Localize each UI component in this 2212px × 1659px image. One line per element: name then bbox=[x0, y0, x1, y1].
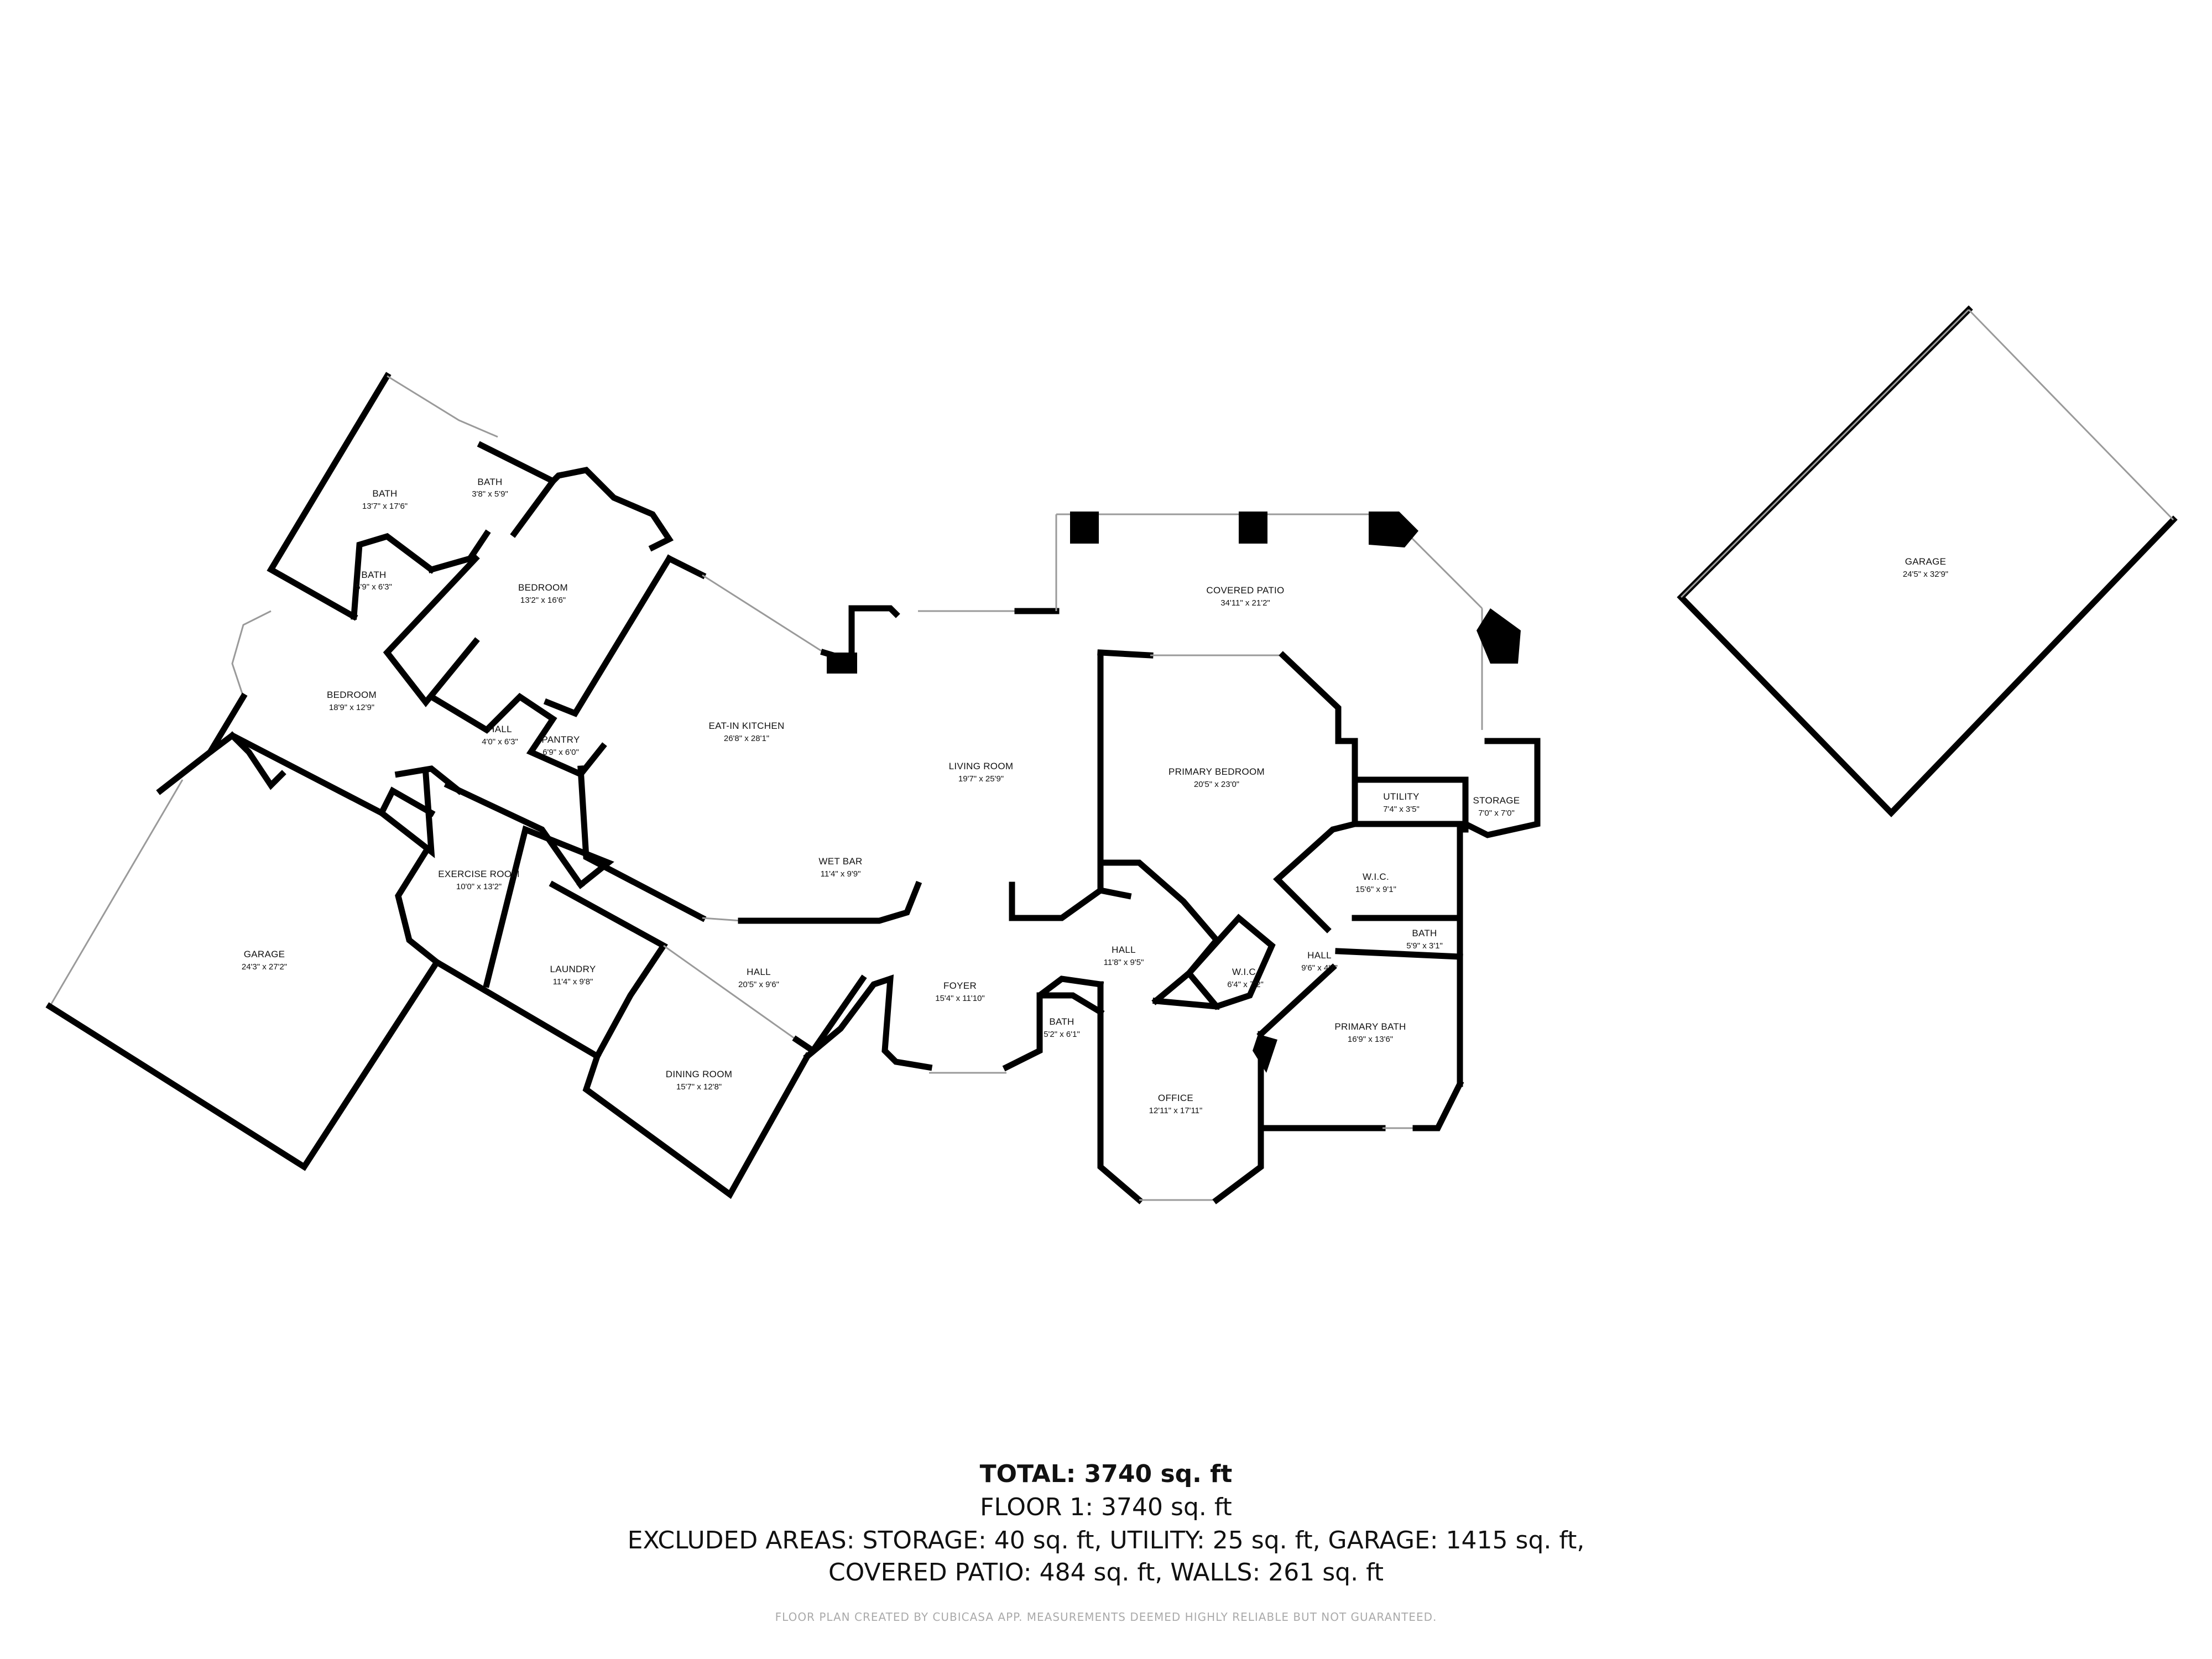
room-label-22: FOYER bbox=[943, 980, 977, 991]
room-label-23: HALL bbox=[747, 967, 771, 977]
room-dim-2: 5'9" x 6'3" bbox=[356, 582, 392, 592]
room-label-0: BATH bbox=[372, 488, 397, 499]
room-label-5: HALL bbox=[488, 724, 512, 734]
room-label-21: BATH bbox=[1049, 1016, 1074, 1027]
room-label-11: PRIMARY BEDROOM bbox=[1168, 766, 1265, 777]
room-dim-0: 13'7" x 17'6" bbox=[362, 502, 408, 511]
room-dim-4: 18'9" x 12'9" bbox=[329, 703, 374, 712]
excluded-areas-line-1: EXCLUDED AREAS: STORAGE: 40 sq. ft, UTIL… bbox=[627, 1526, 1585, 1554]
room-labels: BATH 13'7" x 17'6" BATH 3'8" x 5'9" BATH… bbox=[242, 477, 1948, 1115]
room-label-27: GARAGE bbox=[244, 949, 285, 959]
room-dim-3: 13'2" x 16'6" bbox=[520, 596, 566, 605]
room-label-6: PANTRY bbox=[541, 734, 580, 745]
room-dim-18: 16'9" x 13'6" bbox=[1348, 1035, 1393, 1044]
patio-columns bbox=[827, 512, 1521, 1073]
total-area: TOTAL: 3740 sq. ft bbox=[979, 1460, 1233, 1488]
room-dim-15: 5'9" x 3'1" bbox=[1406, 941, 1443, 951]
credit-note: FLOOR PLAN CREATED BY CUBICASA APP. MEAS… bbox=[775, 1610, 1437, 1624]
room-dim-21: 5'2" x 6'1" bbox=[1044, 1030, 1080, 1039]
room-label-28: GARAGE bbox=[1905, 556, 1947, 567]
excluded-areas-line-2: COVERED PATIO: 484 sq. ft, WALLS: 261 sq… bbox=[828, 1558, 1384, 1587]
room-dim-14: 15'6" x 9'1" bbox=[1355, 885, 1396, 894]
room-label-19: HALL bbox=[1112, 945, 1136, 955]
room-label-12: UTILITY bbox=[1383, 791, 1419, 802]
room-label-25: LAUNDRY bbox=[550, 964, 596, 974]
room-dim-8: 19'7" x 25'9" bbox=[958, 774, 1004, 784]
room-dim-10: 34'11" x 21'2" bbox=[1220, 598, 1270, 608]
room-label-13: STORAGE bbox=[1473, 795, 1520, 806]
room-dim-19: 11'8" x 9'5" bbox=[1104, 958, 1144, 967]
room-dim-25: 11'4" x 9'8" bbox=[553, 977, 593, 987]
room-dim-7: 26'8" x 28'1" bbox=[724, 734, 769, 743]
room-dim-6: 6'9" x 6'0" bbox=[542, 748, 579, 757]
room-label-26: EXERCISE ROOM bbox=[438, 869, 519, 879]
room-label-24: DINING ROOM bbox=[666, 1069, 732, 1079]
room-dim-11: 20'5" x 23'0" bbox=[1194, 780, 1239, 789]
room-label-20: OFFICE bbox=[1158, 1093, 1193, 1103]
room-dim-26: 10'0" x 13'2" bbox=[456, 882, 502, 891]
walls bbox=[45, 305, 2178, 1204]
room-dim-27: 24'3" x 27'2" bbox=[242, 962, 287, 972]
room-label-18: PRIMARY BATH bbox=[1334, 1021, 1406, 1032]
room-label-16: HALL bbox=[1307, 950, 1332, 961]
room-label-2: BATH bbox=[361, 570, 386, 580]
room-dim-24: 15'7" x 12'8" bbox=[676, 1082, 722, 1092]
room-label-10: COVERED PATIO bbox=[1206, 585, 1284, 596]
room-label-17: W.I.C. bbox=[1232, 967, 1259, 977]
room-dim-1: 3'8" x 5'9" bbox=[472, 489, 508, 499]
room-label-7: EAT-IN KITCHEN bbox=[708, 721, 784, 731]
room-dim-23: 20'5" x 9'6" bbox=[738, 980, 779, 989]
room-label-1: BATH bbox=[477, 477, 502, 487]
room-label-8: LIVING ROOM bbox=[949, 761, 1014, 771]
room-dim-20: 12'11" x 17'11" bbox=[1149, 1106, 1203, 1115]
room-dim-12: 7'4" x 3'5" bbox=[1383, 805, 1420, 814]
room-label-15: BATH bbox=[1412, 928, 1437, 938]
room-dim-13: 7'0" x 7'0" bbox=[1478, 808, 1515, 818]
room-dim-16: 9'6" x 4'7" bbox=[1301, 963, 1338, 973]
room-dim-22: 15'4" x 11'10" bbox=[935, 994, 985, 1003]
room-label-4: BEDROOM bbox=[327, 690, 377, 700]
room-label-3: BEDROOM bbox=[518, 582, 568, 593]
room-dim-17: 6'4" x 7'2" bbox=[1227, 980, 1264, 989]
room-dim-28: 24'5" x 32'9" bbox=[1903, 570, 1948, 579]
room-dim-5: 4'0" x 6'3" bbox=[482, 737, 518, 747]
room-label-9: WET BAR bbox=[818, 856, 862, 867]
room-dim-9: 11'4" x 9'9" bbox=[821, 869, 861, 879]
floor-area: FLOOR 1: 3740 sq. ft bbox=[980, 1493, 1232, 1521]
room-label-14: W.I.C. bbox=[1363, 872, 1389, 882]
